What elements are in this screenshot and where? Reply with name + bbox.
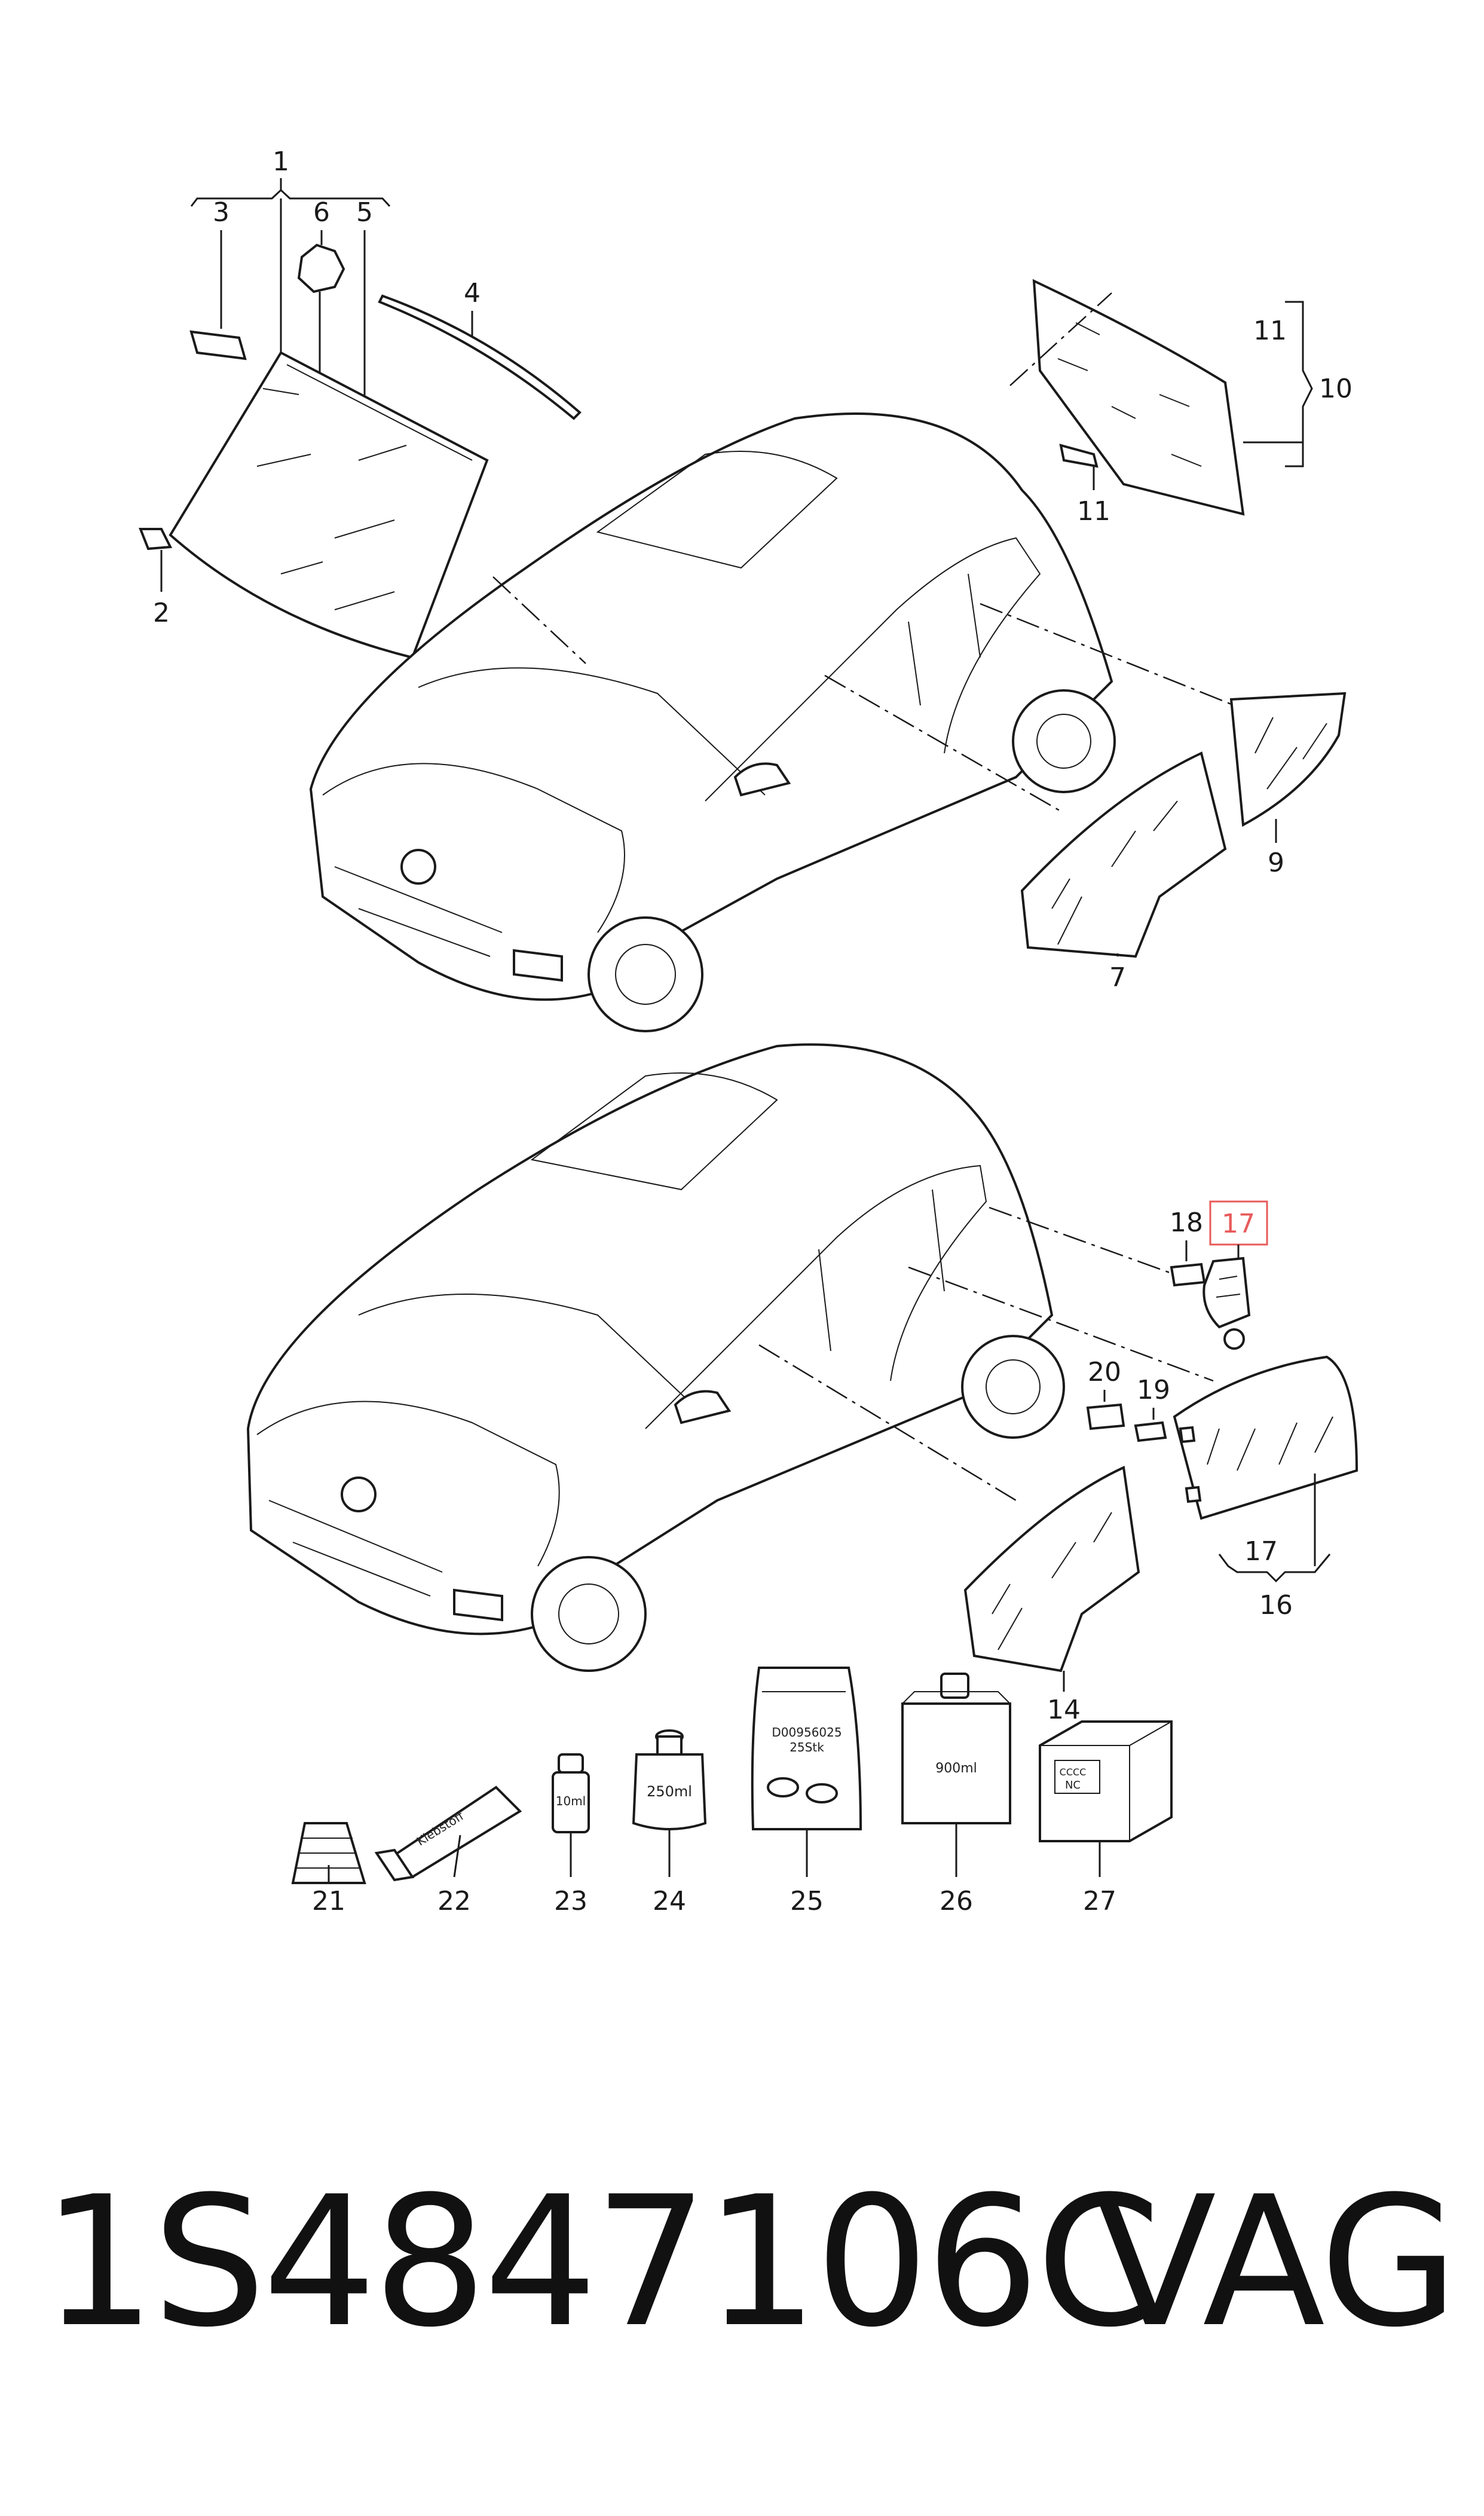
callout-18: 18 (1170, 1207, 1203, 1238)
bolt-part-18 (1170, 1262, 1206, 1287)
box-label-line1: CCCC (1060, 1766, 1087, 1778)
part-number: 1S4847106C (42, 2158, 1161, 2367)
grommet-part-20 (1086, 1403, 1125, 1430)
callout-24: 24 (653, 1886, 686, 1916)
callout-1: 1 (273, 146, 289, 177)
callout-27: 27 (1083, 1886, 1116, 1916)
callout-1-group: 1 (190, 146, 391, 353)
callout-17: 17 (1244, 1536, 1278, 1567)
door-window-part-14 (963, 1466, 1140, 1673)
callout-26: 26 (940, 1886, 973, 1916)
screw-part-19 (1134, 1421, 1167, 1442)
callout-25: 25 (790, 1886, 824, 1916)
car-illustration-top (309, 412, 1116, 1032)
callout-9: 9 (1268, 848, 1284, 878)
callout-7: 7 (1109, 962, 1126, 993)
callout-17-highlighted: 17 (1222, 1209, 1255, 1239)
bag-label-line2: 25Stk (790, 1740, 824, 1754)
callout-20: 20 (1088, 1357, 1121, 1387)
callout-11-upper: 11 (1253, 316, 1287, 346)
car-illustration-bottom (246, 1043, 1065, 1672)
adhesive-kit-box-part-27: CCCC NC (1039, 1720, 1173, 1842)
callout-14: 14 (1047, 1695, 1081, 1725)
windshield-part-1 (169, 351, 489, 659)
callout-5: 5 (356, 197, 373, 228)
small-bottle-label: 10ml (556, 1794, 586, 1808)
primer-can-part-24: 250ml (632, 1729, 707, 1830)
callout-17-highlight-box (1209, 1200, 1268, 1246)
box-label-line2: NC (1065, 1779, 1081, 1792)
callout-23: 23 (554, 1886, 588, 1916)
seal-strip-part-4 (378, 294, 582, 420)
callout-16: 16 (1259, 1590, 1293, 1621)
trim-strip-part-3 (189, 330, 247, 360)
rear-window-part-10 (1032, 279, 1245, 516)
bottle-label: 900ml (935, 1761, 977, 1776)
adhesive-tube-part-22: Klebstoff (374, 1786, 522, 1882)
hinge-part-17 (1203, 1257, 1251, 1350)
callout-22: 22 (437, 1886, 471, 1916)
callout-10: 10 (1319, 374, 1353, 404)
rear-wiper-seal-part-11 (1059, 444, 1099, 468)
small-bottle-part-23: 10ml (552, 1753, 590, 1833)
quarter-window-part-16 (1173, 1355, 1358, 1520)
callout-4: 4 (464, 278, 481, 308)
brand-name: VAG (1094, 2158, 1458, 2367)
callout-3: 3 (213, 197, 230, 228)
callout-6: 6 (313, 197, 330, 228)
cleaner-bottle-part-26: 900ml (901, 1673, 1011, 1824)
sensor-bracket-part-6 (297, 243, 345, 294)
parts-bag-part-25: D00956025 25Stk (751, 1667, 862, 1830)
callout-2: 2 (153, 598, 170, 628)
bag-label-line1: D00956025 (772, 1725, 842, 1740)
can-label: 250ml (647, 1783, 692, 1800)
callout-21: 21 (312, 1886, 345, 1916)
callout-19: 19 (1137, 1375, 1170, 1405)
callout-11-lower: 11 (1077, 496, 1110, 527)
clip-part-2 (139, 528, 173, 551)
